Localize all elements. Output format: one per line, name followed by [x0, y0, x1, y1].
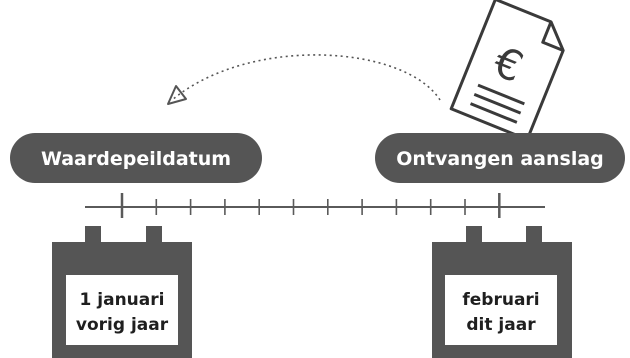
calendar-left-line1: 1 januari [80, 290, 165, 310]
timeline-ticks [120, 193, 501, 218]
received-assessment-label: Ontvangen aanslag [396, 148, 604, 170]
valuation-date-pill: Waardepeildatum [10, 133, 262, 183]
calendar-left: 1 januari vorig jaar [52, 226, 192, 358]
arrowhead-icon [167, 85, 187, 105]
valuation-date-label: Waardepeildatum [41, 148, 231, 170]
timeline [85, 193, 545, 218]
received-assessment-pill: Ontvangen aanslag [375, 133, 625, 183]
curved-arrow [171, 54, 441, 101]
calendar-right: februari dit jaar [432, 226, 572, 358]
calendar-right-line1: februari [462, 290, 539, 310]
tax-assessment-document-icon: € [449, 0, 565, 142]
calendar-right-line2: dit jaar [466, 315, 536, 335]
calendar-left-line2: vorig jaar [76, 315, 169, 335]
